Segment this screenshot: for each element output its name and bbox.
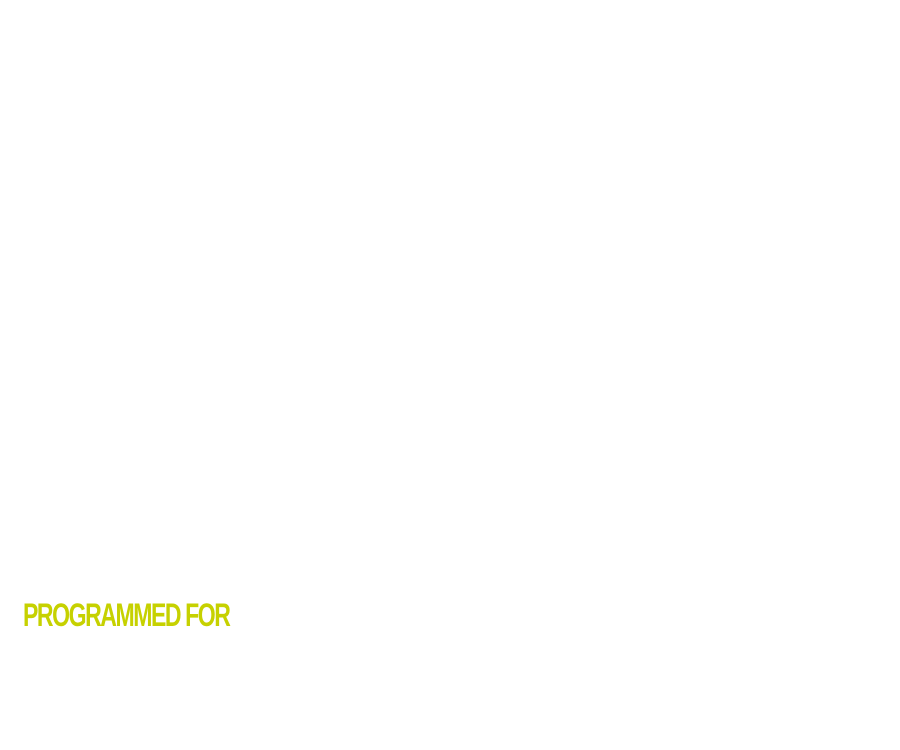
section-heading: PROGRAMMED FOR [23, 597, 231, 633]
